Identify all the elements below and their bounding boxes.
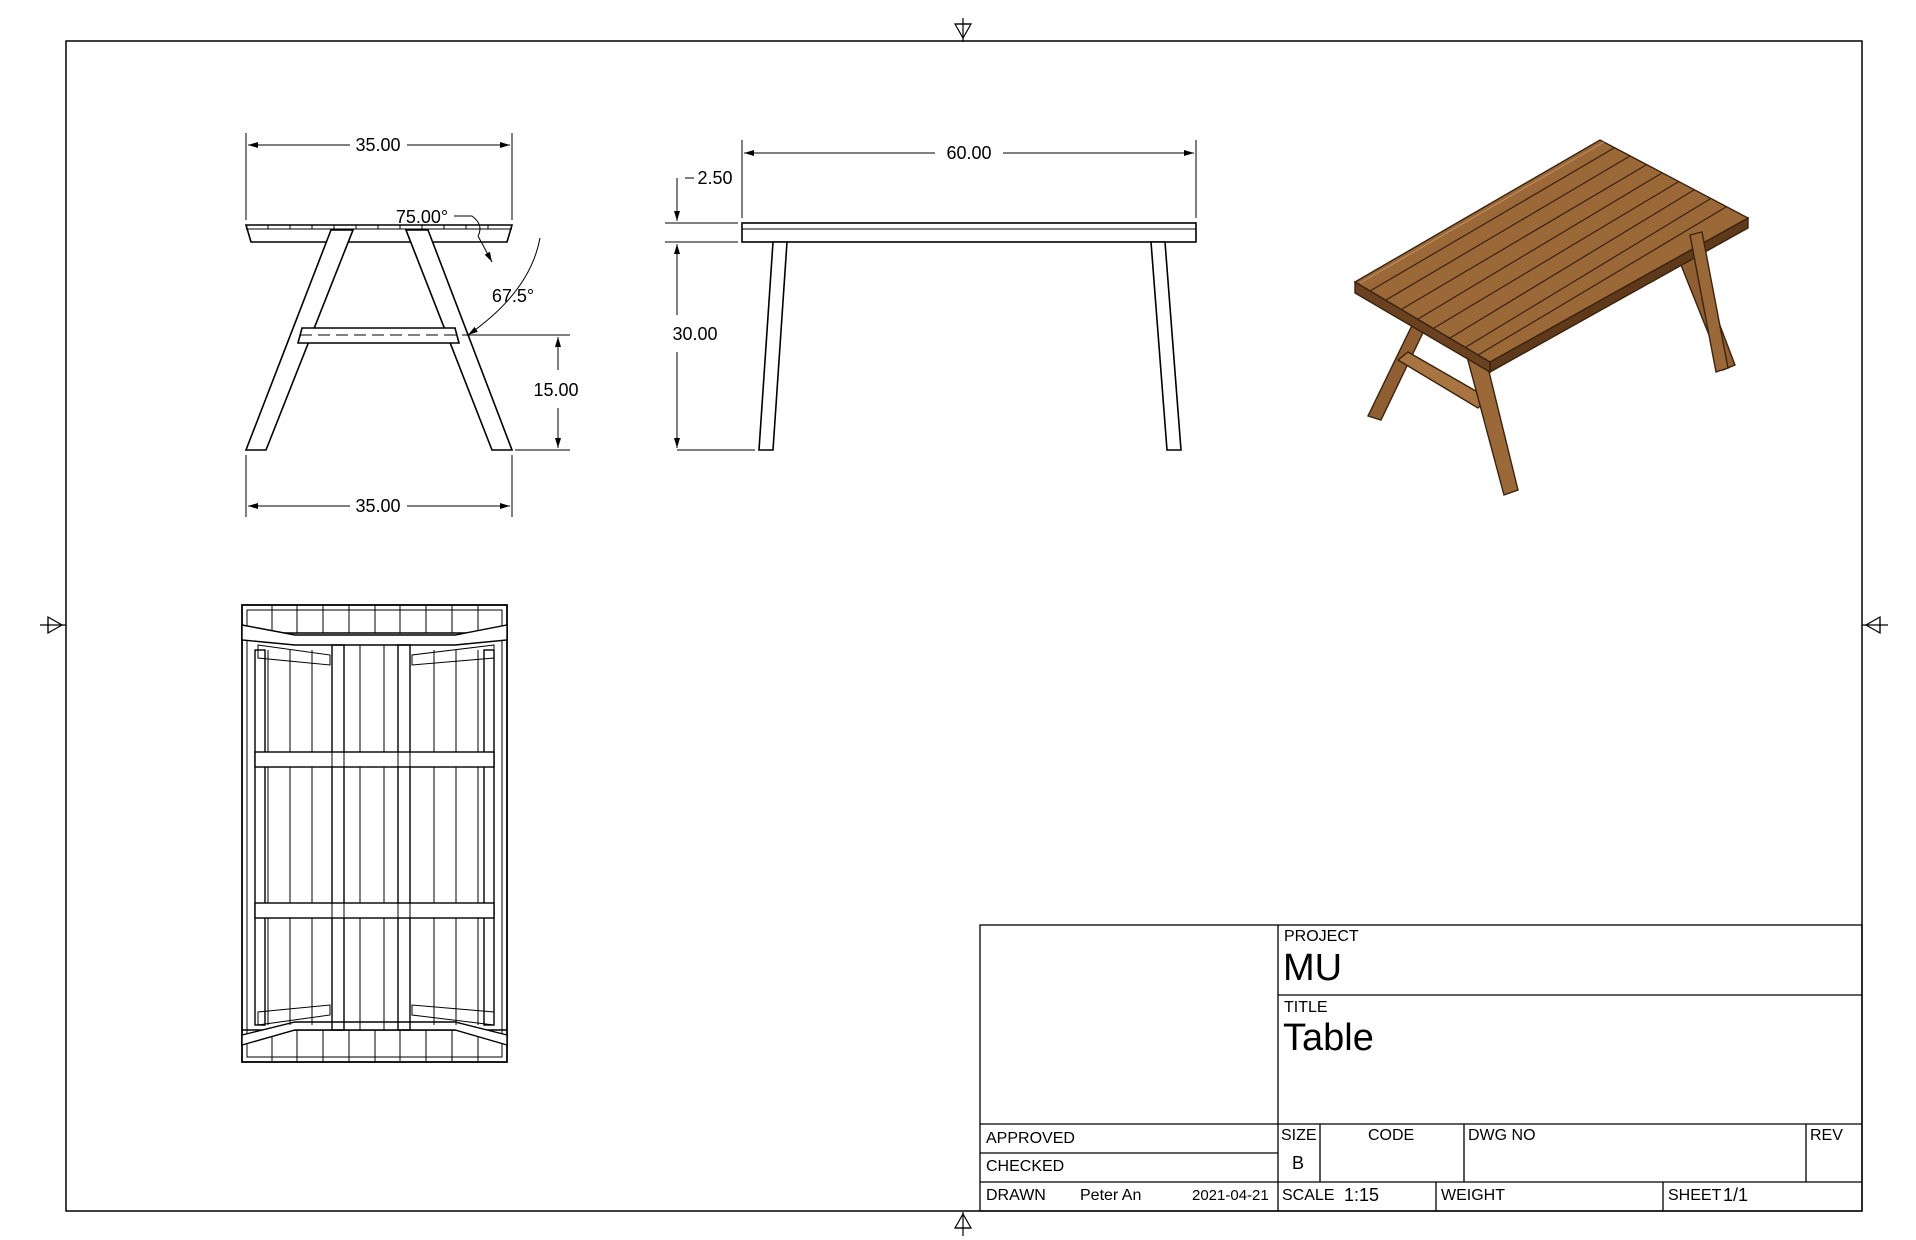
- centering-marks: [40, 18, 1888, 1236]
- dwg-no-label: DWG NO: [1468, 1127, 1536, 1144]
- sheet-value: 1/1: [1723, 1185, 1749, 1205]
- dim-stretcher-height: 15.00: [533, 380, 578, 400]
- drawn-date: 2021-04-21: [1192, 1187, 1269, 1204]
- scale-label: SCALE: [1282, 1187, 1335, 1204]
- dim-top-thickness: 2.50: [697, 168, 732, 188]
- drawn-label: DRAWN: [986, 1187, 1046, 1204]
- project-label: PROJECT: [1284, 928, 1359, 945]
- iso-front-right-leg: [1689, 231, 1729, 373]
- front-view: [244, 224, 514, 451]
- title-block-frame: [979, 924, 1863, 1212]
- side-view-top: [741, 222, 1197, 243]
- front-view-top: [244, 224, 514, 243]
- isometric-view: [1353, 139, 1750, 496]
- drawing-border: [65, 40, 1863, 1212]
- side-view-dimension-text: 60.00 2.50 30.00: [672, 143, 991, 344]
- dim-top-width: 35.00: [355, 135, 400, 155]
- dim-height: 30.00: [672, 324, 717, 344]
- iso-tabletop: [1353, 139, 1750, 363]
- project-value: MU: [1283, 947, 1343, 989]
- side-view-dimensions: [665, 140, 1197, 451]
- title-block: PROJECT MU TITLE Table APPROVED CHECKED …: [980, 925, 1862, 1211]
- weight-label: WEIGHT: [1441, 1187, 1505, 1204]
- side-view: [741, 222, 1197, 451]
- side-view-right-leg: [1150, 241, 1182, 451]
- drawn-by: Peter An: [1080, 1187, 1142, 1204]
- dim-length: 60.00: [946, 143, 991, 163]
- dim-angle-leg: 67.5°: [492, 286, 534, 306]
- iso-planks: [1369, 147, 1727, 356]
- sheet-label: SHEET: [1668, 1187, 1722, 1204]
- title-label: TITLE: [1284, 999, 1328, 1016]
- side-view-left-leg: [758, 241, 788, 451]
- size-value: B: [1292, 1153, 1305, 1173]
- checked-label: CHECKED: [986, 1158, 1065, 1175]
- scale-value: 1:15: [1344, 1185, 1380, 1205]
- front-view-dimensions: [245, 133, 570, 517]
- dim-angle-top: 75.00°: [396, 207, 448, 227]
- code-label: CODE: [1368, 1127, 1415, 1144]
- size-label: SIZE: [1281, 1127, 1317, 1144]
- dim-bottom-width: 35.00: [355, 496, 400, 516]
- approved-label: APPROVED: [986, 1130, 1075, 1147]
- front-view-dimension-text: 35.00 35.00 75.00° 67.5° 15.00: [355, 135, 578, 516]
- rev-label: REV: [1810, 1127, 1843, 1144]
- top-view: [241, 604, 508, 1063]
- title-value: Table: [1283, 1017, 1374, 1059]
